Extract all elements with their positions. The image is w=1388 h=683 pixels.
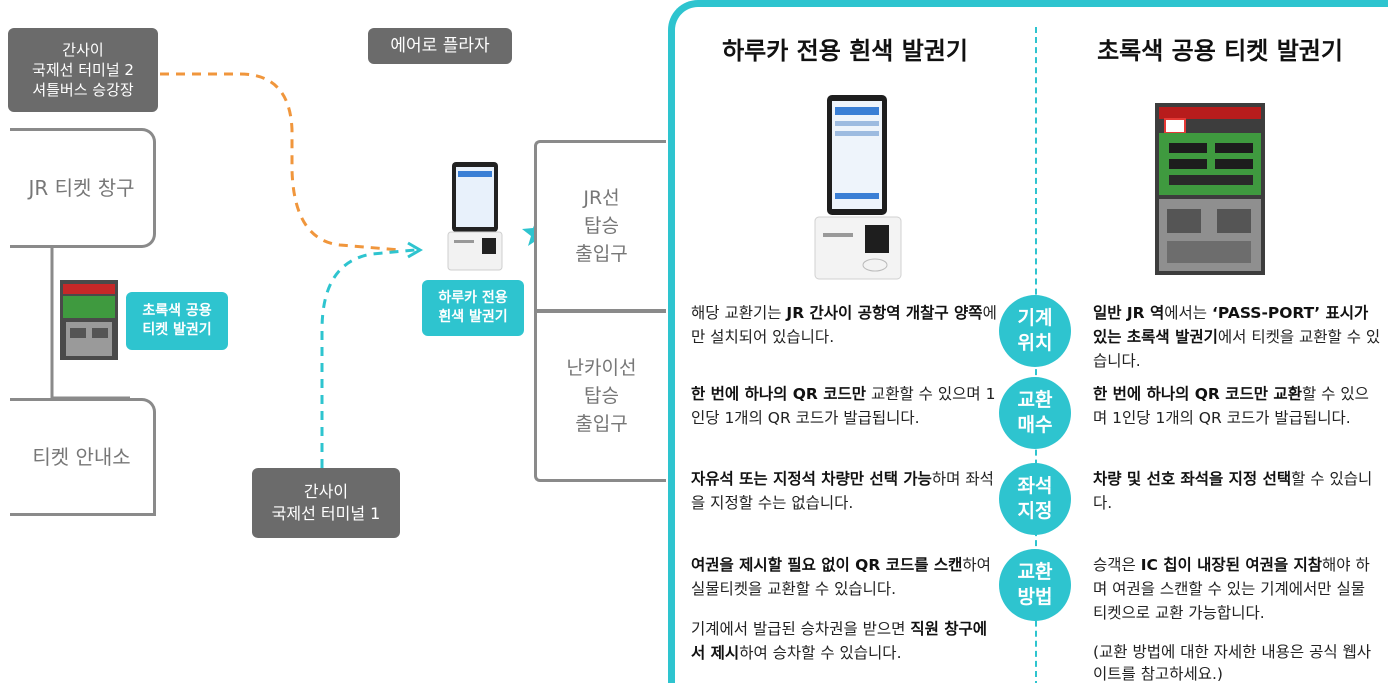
nankai-gate: 난카이선 탑승 출입구 bbox=[534, 310, 666, 482]
left-column-title: 하루카 전용 흰색 발권기 bbox=[722, 37, 968, 65]
jr-gate: JR선 탑승 출입구 bbox=[534, 140, 666, 312]
text-segment: 자유석 또는 지정석 차량만 선택 가능 bbox=[691, 470, 932, 488]
route-lines bbox=[50, 72, 552, 468]
text-segment: 승객은 bbox=[1093, 556, 1141, 574]
teal-route bbox=[320, 248, 416, 468]
text-segment: IC 칩이 내장된 여권을 지참 bbox=[1140, 556, 1323, 574]
right-location-text: 일반 JR 역에서는 ‘PASS-PORT’ 표시가 있는 초록색 발권기에서 … bbox=[1093, 301, 1383, 373]
comparison-panel: 하루카 전용 흰색 발권기 초록색 공용 티켓 발권기 기계 위치 해당 교환기… bbox=[668, 0, 1388, 683]
haruka-machine-label: 하루카 전용 흰색 발권기 bbox=[422, 280, 524, 336]
left-method-extra-text: 기계에서 발급된 승차권을 받으면 직원 창구에서 제시하여 승차할 수 있습니… bbox=[691, 617, 1001, 665]
white-kiosk-photo-icon bbox=[814, 95, 902, 280]
category-exchange-method: 교환 방법 bbox=[999, 549, 1071, 621]
jr-ticket-window: JR 티켓 창구 bbox=[10, 128, 156, 248]
text-segment: 해당 교환기는 bbox=[691, 304, 787, 322]
text-segment: 할 수 있으며 1인당 1개의 QR 코드가 발급됩니다. bbox=[1093, 385, 1369, 427]
left-location-text: 해당 교환기는 JR 간사이 공항역 개찰구 양쪽에만 설치되어 있습니다. bbox=[691, 301, 1001, 349]
text-segment: 할 수 있습니다. bbox=[1093, 470, 1373, 512]
text-segment: (교환 방법에 대한 자세한 내용은 공식 웹사이트를 참고하세요.) bbox=[1093, 643, 1372, 683]
text-segment: 하며 좌석을 지정할 수는 없습니다. bbox=[691, 470, 994, 512]
terminal2-shuttle-label: 간사이 국제선 터미널 2 셔틀버스 승강장 bbox=[8, 28, 158, 112]
terminal1-label: 간사이 국제선 터미널 1 bbox=[252, 468, 400, 538]
text-segment: 해야 하며 여권을 스캔할 수 있는 기계에서만 실물 티켓으로 교환 가능합니… bbox=[1093, 556, 1370, 622]
text-segment: ‘PASS-PORT’ 표시가 있는 초록색 발권기 bbox=[1093, 304, 1369, 346]
green-machine-icon bbox=[60, 280, 118, 360]
left-count-text: 한 번에 하나의 QR 코드만 교환할 수 있으며 1인당 1개의 QR 코드가… bbox=[691, 382, 1001, 430]
right-seat-text: 차량 및 선호 좌석을 지정 선택할 수 있습니다. bbox=[1093, 467, 1383, 515]
text-segment: 한 번에 하나의 QR 코드만 교환 bbox=[1093, 385, 1302, 403]
text-segment: 에서는 bbox=[1164, 304, 1212, 322]
right-column-title: 초록색 공용 티켓 발권기 bbox=[1097, 37, 1343, 65]
station-map: 간사이 국제선 터미널 2 셔틀버스 승강장 에어로 플라자 JR 티켓 창구 … bbox=[0, 0, 668, 683]
text-segment: 에서 티켓을 교환할 수 있습니다. bbox=[1093, 328, 1381, 370]
category-machine-location: 기계 위치 bbox=[999, 295, 1071, 367]
text-segment: 기계에서 발급된 승차권을 받으면 bbox=[691, 620, 911, 638]
right-method-extra-text: (교환 방법에 대한 자세한 내용은 공식 웹사이트를 참고하세요.) bbox=[1093, 641, 1383, 683]
text-segment: JR 간사이 공항역 개찰구 양쪽 bbox=[786, 304, 983, 322]
category-seat-assignment: 좌석 지정 bbox=[999, 463, 1071, 535]
category-exchange-count: 교환 매수 bbox=[999, 377, 1071, 449]
green-machine-photo-icon bbox=[1155, 103, 1265, 275]
orange-route bbox=[160, 72, 401, 252]
text-segment: 한 번에 하나의 QR 코드만 bbox=[691, 385, 867, 403]
left-method-text: 여권을 제시할 필요 없이 QR 코드를 스캔하여 실물티켓을 교환할 수 있습… bbox=[691, 553, 1001, 601]
text-segment: 에만 설치되어 있습니다. bbox=[691, 304, 997, 346]
text-segment: 여권을 제시할 필요 없이 QR 코드를 스캔 bbox=[691, 556, 963, 574]
white-kiosk-icon bbox=[447, 162, 503, 271]
ticket-info-office: 티켓 안내소 bbox=[10, 398, 156, 516]
text-segment: 직원 창구에서 제시 bbox=[691, 620, 988, 662]
right-method-text: 승객은 IC 칩이 내장된 여권을 지참해야 하며 여권을 스캔할 수 있는 기… bbox=[1093, 553, 1383, 625]
text-segment: 차량 및 선호 좌석을 지정 선택 bbox=[1093, 470, 1292, 488]
green-machine-label: 초록색 공용 티켓 발권기 bbox=[126, 292, 228, 350]
text-segment: 교환할 수 있으며 1인당 1개의 QR 코드가 발급됩니다. bbox=[691, 385, 996, 427]
text-segment: 하여 실물티켓을 교환할 수 있습니다. bbox=[691, 556, 991, 598]
text-segment: 일반 JR 역 bbox=[1093, 304, 1165, 322]
text-segment: 하여 승차할 수 있습니다. bbox=[739, 644, 902, 662]
aeroplaza-label: 에어로 플라자 bbox=[368, 28, 512, 64]
arrow-head-icon bbox=[407, 241, 423, 259]
right-count-text: 한 번에 하나의 QR 코드만 교환할 수 있으며 1인당 1개의 QR 코드가… bbox=[1093, 382, 1383, 430]
left-seat-text: 자유석 또는 지정석 차량만 선택 가능하며 좌석을 지정할 수는 없습니다. bbox=[691, 467, 1001, 515]
